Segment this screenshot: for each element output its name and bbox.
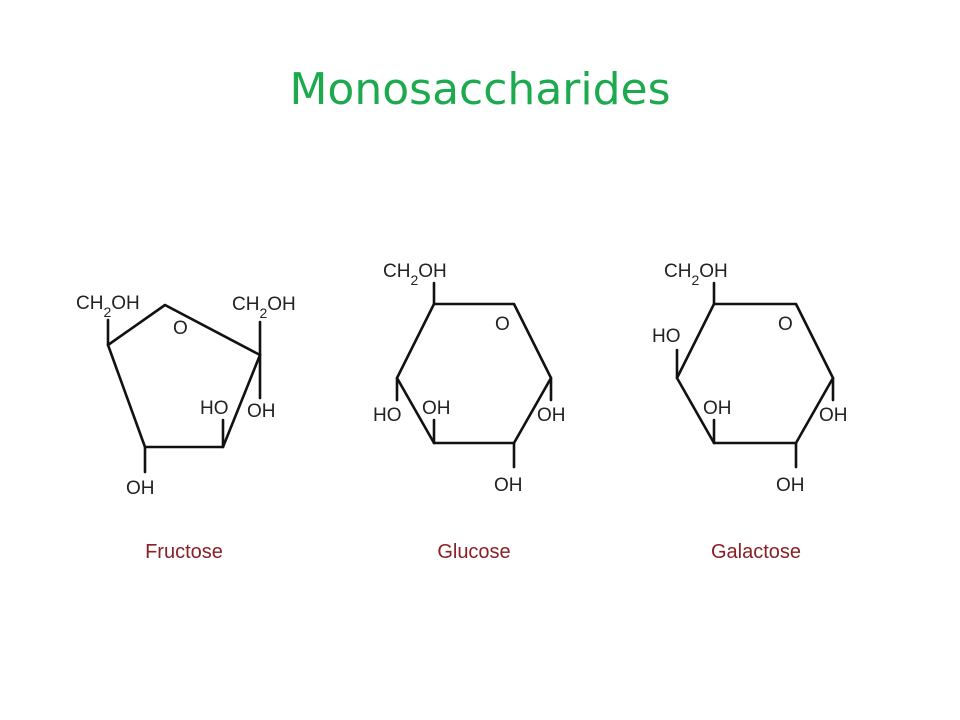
glucose-ring-oxygen: O xyxy=(495,314,510,335)
fructose-ring xyxy=(106,303,262,449)
galactose-ch: CH xyxy=(664,261,691,282)
galactose-ring xyxy=(675,302,835,445)
glucose-structure: O CH2OH HO OH OH OH Glucose xyxy=(373,261,566,563)
galactose-oh-right-label: OH xyxy=(819,405,848,426)
glucose-top-oh: OH xyxy=(418,261,447,282)
galactose-oh-inner-label: OH xyxy=(703,398,732,419)
glucose-ring xyxy=(395,302,553,445)
glucose-name: Glucose xyxy=(437,541,510,563)
galactose-structure: O CH2OH HO OH OH OH Galactose xyxy=(652,261,848,563)
glucose-oh-bottom-label: OH xyxy=(494,475,523,496)
galactose-ho-left-label: HO xyxy=(652,326,681,347)
galactose-subscript: 2 xyxy=(691,272,699,288)
fructose-name: Fructose xyxy=(145,541,223,563)
glucose-ho-left-label: HO xyxy=(373,405,402,426)
glucose-oh-right-label: OH xyxy=(537,405,566,426)
glucose-oh-inner-label: OH xyxy=(422,398,451,419)
fructose-right-oh: OH xyxy=(267,294,296,315)
glucose-subscript: 2 xyxy=(410,272,418,288)
galactose-top-oh: OH xyxy=(699,261,728,282)
slide-title: Monosaccharides xyxy=(289,64,671,115)
fructose-right-subscript: 2 xyxy=(259,305,267,321)
fructose-structure: O CH2OH CH2OH HO OH OH Fructose xyxy=(76,293,296,563)
galactose-ch2oh: CH2OH xyxy=(664,261,728,288)
fructose-left-ch2oh: CH2OH xyxy=(76,293,140,320)
galactose-oh-bottom-label: OH xyxy=(776,475,805,496)
fructose-ho-label: HO xyxy=(200,398,229,419)
galactose-name: Galactose xyxy=(711,541,801,563)
glucose-ch: CH xyxy=(383,261,410,282)
galactose-ring-oxygen: O xyxy=(778,314,793,335)
fructose-right-ch2oh: CH2OH xyxy=(232,294,296,321)
fructose-right-ch: CH xyxy=(232,294,259,315)
glucose-ch2oh: CH2OH xyxy=(383,261,447,288)
fructose-ring-oxygen: O xyxy=(173,318,188,339)
fructose-oh-bottom-label: OH xyxy=(126,478,155,499)
fructose-left-ch: CH xyxy=(76,293,103,314)
fructose-oh-right-label: OH xyxy=(247,401,276,422)
fructose-left-subscript: 2 xyxy=(103,304,111,320)
fructose-left-oh: OH xyxy=(111,293,140,314)
